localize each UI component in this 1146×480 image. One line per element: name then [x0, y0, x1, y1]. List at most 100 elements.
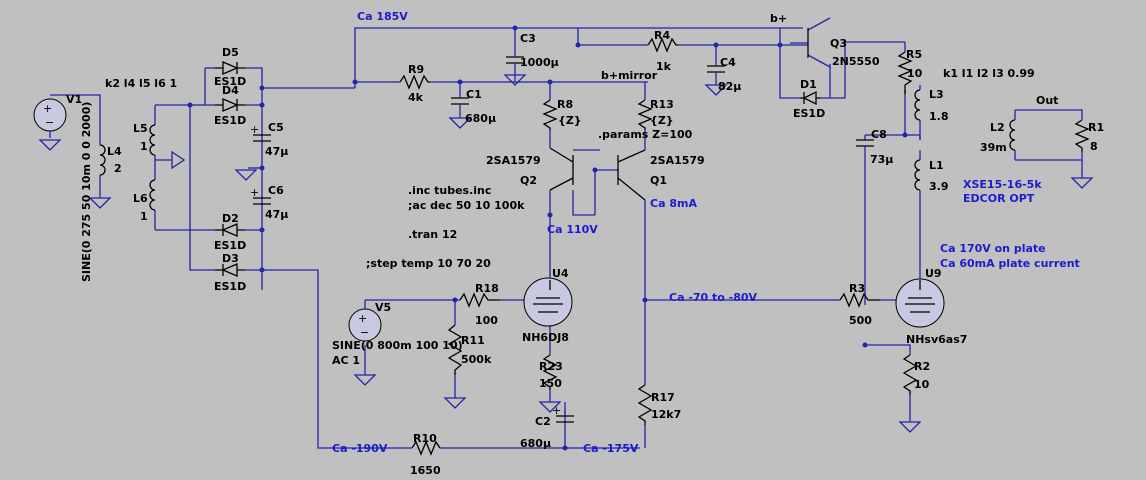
resistor-r1 — [1074, 119, 1090, 152]
label-c6-value: 47µ — [265, 208, 288, 221]
directive-params: .params Z=100 — [598, 128, 693, 141]
label-r3: R3 — [849, 282, 865, 295]
label-c3: C3 — [520, 32, 536, 45]
label-v5-ac: AC 1 — [332, 354, 360, 367]
inductor-l5 — [149, 124, 156, 156]
label-c1-value: 680µ — [465, 112, 496, 125]
label-v5: V5 — [375, 301, 391, 314]
label-r10: R10 — [413, 432, 437, 445]
label-d4-value: ES1D — [214, 114, 246, 127]
diode-d5 — [215, 61, 245, 75]
capacitor-c3 — [506, 45, 524, 75]
label-c3-value: 1000µ — [520, 56, 559, 69]
label-u9: U9 — [925, 267, 942, 280]
label-l6-value: 1 — [140, 210, 148, 223]
voltage-source-v1: + − — [33, 98, 67, 132]
ann-ca-190: Ca -190V — [332, 442, 388, 455]
label-r11: R11 — [461, 334, 485, 347]
directive-tran: .tran 12 — [408, 228, 457, 241]
label-r2: R2 — [914, 360, 930, 373]
label-r10-value: 1650 — [410, 464, 441, 477]
label-d5: D5 — [222, 46, 239, 59]
ann-ca-170: Ca 170V on plate — [940, 242, 1046, 255]
label-r1-value: 8 — [1090, 140, 1098, 153]
svg-text:−: − — [360, 326, 369, 339]
wires — [49, 17, 1083, 449]
label-d2-value: ES1D — [214, 239, 246, 252]
label-r11-value: 500k — [461, 353, 492, 366]
resistor-r8 — [542, 99, 558, 130]
coupling-output: k1 l1 l2 l3 0.99 — [943, 67, 1035, 80]
svg-text:+: + — [358, 312, 367, 325]
label-r17: R17 — [651, 391, 675, 404]
net-labels: b+ b+mirror Out k2 l4 l5 l6 1 k1 l1 l2 l… — [105, 12, 1058, 107]
ground-symbols — [38, 74, 1094, 433]
label-r23: R23 — [539, 360, 563, 373]
label-q3: Q3 — [830, 37, 847, 50]
transistor-q2 — [549, 147, 574, 191]
label-u4-value: NH6DJ8 — [522, 331, 569, 344]
directive-step: ;step temp 10 70 20 — [366, 257, 491, 270]
resistor-r23 — [542, 354, 558, 390]
label-l1-value: 3.9 — [929, 180, 949, 193]
label-d3: D3 — [222, 252, 239, 265]
transistor-q1 — [617, 149, 646, 201]
label-r2-value: 10 — [914, 378, 930, 391]
label-v5-value: SINE(0 800m 100 10) — [332, 339, 463, 352]
label-c4-value: 82µ — [718, 80, 741, 93]
label-r23-value: 150 — [539, 377, 562, 390]
voltage-source-v5: + − — [348, 300, 382, 342]
label-r4: R4 — [654, 29, 670, 42]
diode-d1 — [800, 90, 820, 106]
label-r1: R1 — [1088, 121, 1104, 134]
resistor-r17 — [637, 384, 653, 425]
resistor-r9 — [399, 74, 430, 90]
svg-text:+: + — [43, 102, 52, 115]
label-l4: L4 — [107, 145, 122, 158]
label-d1: D1 — [800, 78, 817, 91]
capacitor-c1 — [451, 90, 469, 118]
label-r5: R5 — [906, 48, 922, 61]
diode-d3 — [215, 263, 245, 277]
inductor-l6 — [149, 170, 156, 211]
net-out: Out — [1036, 94, 1058, 107]
label-c1: C1 — [466, 88, 482, 101]
label-r18: R18 — [475, 282, 499, 295]
tube-u9 — [895, 278, 945, 328]
label-l3-value: 1.8 — [929, 110, 949, 123]
ann-ca-8ma: Ca 8mA — [650, 197, 697, 210]
label-v1-value: SINE(0 275 50 10m 0 0 2000) — [80, 102, 93, 282]
label-c5-value: 47µ — [265, 145, 288, 158]
capacitor-c4 — [707, 60, 725, 85]
resistor-r5 — [897, 51, 913, 94]
inductor-l4 — [99, 144, 106, 176]
ann-ca-185: Ca 185V — [357, 10, 408, 23]
label-v1: V1 — [66, 93, 82, 106]
diode-d2 — [215, 223, 245, 237]
label-r13-value: {Z} — [650, 114, 674, 127]
resistor-r18 — [459, 292, 500, 308]
label-c4: C4 — [720, 56, 736, 69]
label-r8-value: {Z} — [558, 114, 582, 127]
svg-text:+: + — [552, 404, 561, 417]
label-d2: D2 — [222, 212, 239, 225]
label-q2-value: 2SA1579 — [486, 154, 541, 167]
ann-ca-175: Ca -175V — [583, 442, 639, 455]
junction-dots — [187, 25, 908, 451]
label-r5-value: 10 — [907, 67, 923, 80]
voltage-annotations: Ca 185V Ca 8mA Ca 110V Ca -70 to -80V Ca… — [332, 10, 1080, 455]
resistor-r4 — [647, 37, 678, 53]
label-r9: R9 — [408, 63, 424, 76]
inductor-l2 — [1009, 110, 1016, 160]
inductor-l1 — [914, 150, 921, 200]
transistor-q3 — [790, 28, 809, 58]
directive-inc: .inc tubes.inc — [408, 184, 491, 197]
ann-opt-model: XSE15-16-5k — [963, 178, 1042, 191]
component-labels: V1 SINE(0 275 50 10m 0 0 2000) L4 2 L5 1… — [66, 29, 1104, 477]
label-r9-value: 4k — [408, 91, 424, 104]
ann-ca-60ma: Ca 60mA plate current — [940, 257, 1080, 270]
label-q3-value: 2N5550 — [832, 55, 880, 68]
label-l2-value: 39m — [980, 141, 1007, 154]
label-l2: L2 — [990, 121, 1005, 134]
